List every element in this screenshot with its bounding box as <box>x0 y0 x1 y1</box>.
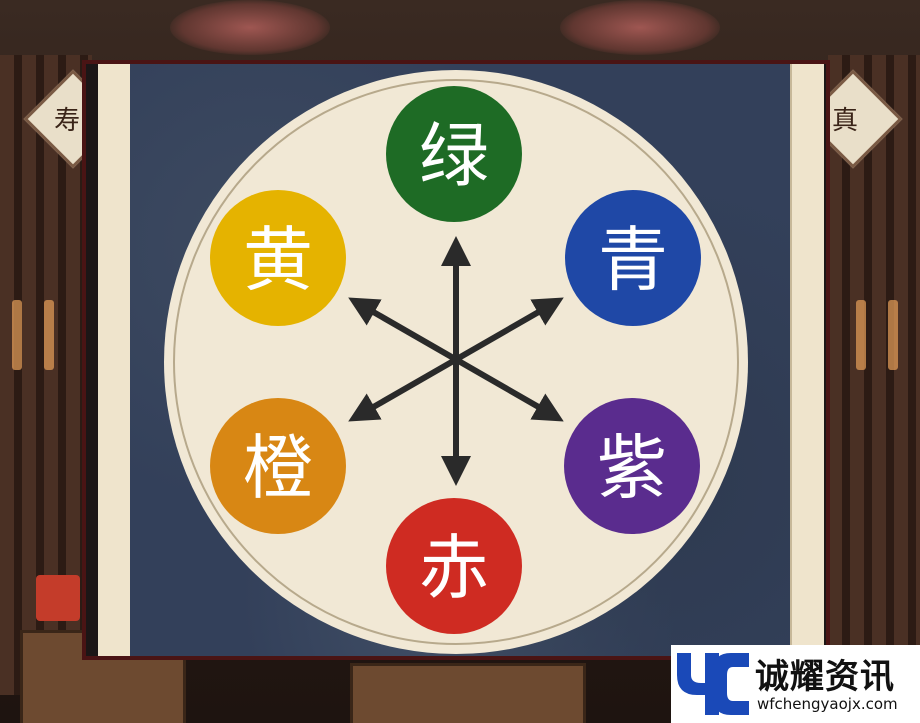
circle-purple[interactable]: 紫 <box>564 398 700 534</box>
shop-right <box>828 55 920 695</box>
sign-right-text: 真 <box>832 106 859 136</box>
circle-red[interactable]: 赤 <box>386 498 522 634</box>
sign-left-text: 寿 <box>54 106 81 136</box>
red-lantern <box>36 575 80 621</box>
circle-blue-disc[interactable] <box>565 190 701 326</box>
blossom-left <box>170 0 330 55</box>
circle-yellow-label: 黄 <box>243 219 313 301</box>
wheel-inner-ring <box>173 79 739 645</box>
lamp-left-2 <box>44 300 54 370</box>
panel-border-right <box>790 64 824 656</box>
circle-orange-label: 橙 <box>243 427 313 509</box>
circle-green[interactable]: 绿 <box>386 86 522 222</box>
blossom-right <box>560 0 720 55</box>
circle-yellow-disc[interactable] <box>210 190 346 326</box>
watermark: 诚耀资讯 wfchengyaojx.com <box>671 645 920 723</box>
circle-purple-label: 紫 <box>597 427 667 509</box>
circle-green-label: 绿 <box>419 115 489 197</box>
crate-bottom <box>350 663 586 723</box>
watermark-logo-icon <box>677 653 749 715</box>
circle-orange-disc[interactable] <box>210 398 346 534</box>
lamp-right <box>856 300 866 370</box>
arrow-diagonal-down <box>348 297 564 422</box>
circle-purple-disc[interactable] <box>564 398 700 534</box>
logo-y-shape <box>677 653 719 715</box>
lamp-right-2 <box>888 300 898 370</box>
circle-blue[interactable]: 青 <box>565 190 701 326</box>
circle-red-label: 赤 <box>419 527 489 609</box>
circle-red-disc[interactable] <box>386 498 522 634</box>
watermark-url: wfchengyaojx.com <box>757 695 898 713</box>
circle-orange[interactable]: 橙 <box>210 398 346 534</box>
lamp-left <box>12 300 22 370</box>
circle-blue-label: 青 <box>598 219 668 301</box>
logo-c-shape <box>713 653 749 715</box>
circle-yellow[interactable]: 黄 <box>210 190 346 326</box>
circle-green-disc[interactable] <box>386 86 522 222</box>
watermark-title: 诚耀资讯 <box>755 657 895 697</box>
